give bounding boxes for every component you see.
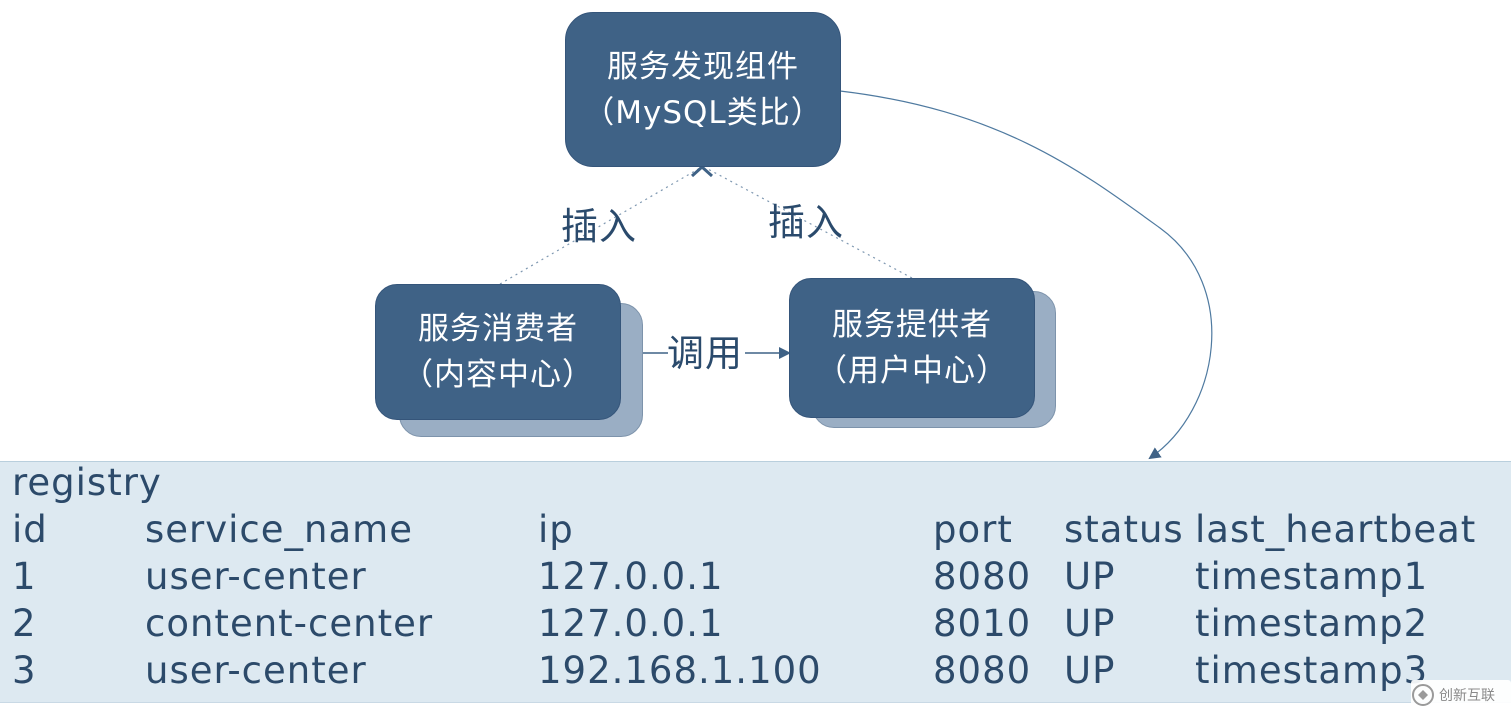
row-3-service-name: user-center (145, 649, 367, 692)
service-consumer-subtitle: （内容中心） (402, 357, 594, 393)
row-2-port: 8010 (933, 602, 1032, 645)
row-2-last-heartbeat: timestamp2 (1195, 602, 1429, 645)
column-header-service-name: service_name (145, 508, 413, 551)
consumer-insert-label: 插入 (561, 205, 637, 248)
column-header-last-heartbeat: last_heartbeat (1195, 508, 1477, 551)
row-2-ip: 127.0.0.1 (538, 602, 724, 645)
row-2-status: UP (1064, 602, 1116, 645)
row-1-id: 1 (12, 555, 37, 598)
column-header-ip: ip (538, 508, 574, 551)
registry-table: registry id service_name ip port status … (0, 461, 1511, 703)
invoke-label: 调用 (667, 332, 743, 375)
row-1-ip: 127.0.0.1 (538, 555, 724, 598)
provider-insert-label: 插入 (768, 201, 844, 244)
consumer-insert-connector (499, 167, 701, 285)
service-consumer-title: 服务消费者 (418, 311, 578, 347)
registry-arrowhead-icon (690, 164, 714, 178)
service-discovery-node: 服务发现组件 （MySQL类比） (565, 12, 841, 167)
row-2-id: 2 (12, 602, 37, 645)
row-1-port: 8080 (933, 555, 1032, 598)
service-discovery-title: 服务发现组件 (607, 48, 799, 85)
table-name: registry (12, 461, 162, 504)
registry-to-table-connector (839, 90, 1213, 460)
column-header-port: port (933, 508, 1013, 551)
watermark: 创新互联 (1411, 680, 1511, 710)
watermark-text: 创新互联 (1439, 688, 1495, 704)
column-header-id: id (12, 508, 48, 551)
service-consumer-node: 服务消费者 （内容中心） (375, 284, 621, 420)
row-3-status: UP (1064, 649, 1116, 692)
row-1-last-heartbeat: timestamp1 (1195, 555, 1429, 598)
service-discovery-subtitle: （MySQL类比） (583, 94, 823, 131)
service-provider-title: 服务提供者 (832, 307, 992, 343)
row-2-service-name: content-center (145, 602, 434, 645)
service-provider-subtitle: （用户中心） (816, 353, 1008, 389)
row-3-port: 8080 (933, 649, 1032, 692)
row-3-last-heartbeat: timestamp3 (1195, 649, 1429, 692)
row-3-ip: 192.168.1.100 (538, 649, 822, 692)
service-provider-node: 服务提供者 （用户中心） (789, 278, 1035, 418)
row-1-service-name: user-center (145, 555, 367, 598)
watermark-logo-icon (1412, 684, 1434, 706)
column-header-status: status (1064, 508, 1184, 551)
row-3-id: 3 (12, 649, 37, 692)
row-1-status: UP (1064, 555, 1116, 598)
